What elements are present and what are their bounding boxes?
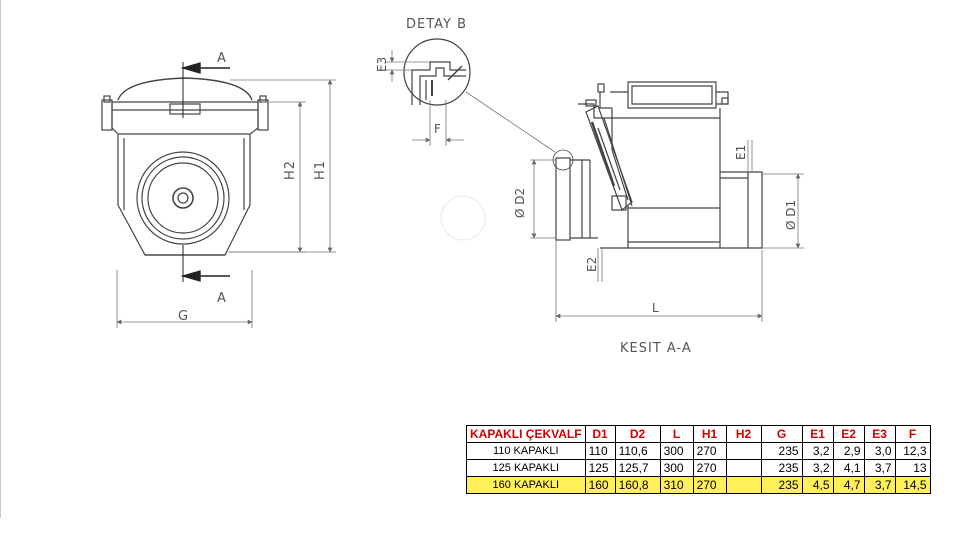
cell-g: 235 <box>760 459 803 477</box>
cell-e2: 4,1 <box>832 459 865 477</box>
header-f: F <box>894 425 931 443</box>
cell-e2: 4,7 <box>832 476 865 494</box>
cell-e2: 2,9 <box>832 442 865 460</box>
table-header-row: KAPAKLI ÇEKVALF D1 D2 L H1 H2 G E1 E2 E3… <box>466 425 931 443</box>
header-e2: E2 <box>832 425 865 443</box>
cell-e3: 3,7 <box>863 476 896 494</box>
detail-b-view <box>403 38 471 106</box>
cell-model: 125 KAPAKLI <box>466 459 586 477</box>
spec-table: KAPAKLI ÇEKVALF D1 D2 L H1 H2 G E1 E2 E3… <box>466 425 931 494</box>
dim-label-h2: H2 <box>283 160 298 180</box>
cell-e1: 3,2 <box>801 442 834 460</box>
dim-label-e3: E3 <box>375 57 389 72</box>
dim-label-e2: E2 <box>585 257 599 272</box>
section-label-a-bottom: A <box>217 291 227 306</box>
header-d2: D2 <box>614 425 661 443</box>
cell-l: 310 <box>659 476 694 494</box>
dim-label-l: L <box>652 301 659 315</box>
table-row: 125 KAPAKLI 125 125,7 300 270 235 3,2 4,… <box>466 459 931 477</box>
detail-b-title: DETAY B <box>406 17 467 32</box>
front-view <box>101 77 269 256</box>
header-model: KAPAKLI ÇEKVALF <box>466 425 586 443</box>
cell-h2 <box>725 442 762 460</box>
header-l: L <box>659 425 694 443</box>
cell-f: 14,5 <box>894 476 931 494</box>
header-d1: D1 <box>584 425 616 443</box>
cell-l: 300 <box>659 442 694 460</box>
cell-h1: 270 <box>692 476 727 494</box>
dim-label-h1: H1 <box>313 160 328 180</box>
section-view <box>555 81 763 249</box>
cell-h2 <box>725 476 762 494</box>
table-row-highlighted: 160 KAPAKLI 160 160,8 310 270 235 4,5 4,… <box>466 476 931 494</box>
cell-l: 300 <box>659 459 694 477</box>
dim-label-g: G <box>178 309 189 324</box>
header-e3: E3 <box>863 425 896 443</box>
section-arrow-bottom <box>180 245 230 282</box>
cell-h1: 270 <box>692 459 727 477</box>
dim-label-d1: Ø D1 <box>784 200 798 230</box>
cell-e3: 3,7 <box>863 459 896 477</box>
dim-label-d2: Ø D2 <box>513 188 527 218</box>
cell-d2: 160,8 <box>614 476 661 494</box>
dim-label-f: F <box>434 122 441 136</box>
cell-d1: 110 <box>584 442 616 460</box>
header-e1: E1 <box>801 425 834 443</box>
front-dimensions <box>116 79 336 328</box>
cell-e3: 3,0 <box>863 442 896 460</box>
cell-e1: 3,2 <box>801 459 834 477</box>
section-label-a-top: A <box>217 51 227 66</box>
detail-b-dimensions <box>386 50 556 153</box>
section-dimensions <box>530 140 804 322</box>
cell-g: 235 <box>760 442 803 460</box>
section-title: KESIT A-A <box>620 341 692 356</box>
cell-h1: 270 <box>692 442 727 460</box>
cell-h2 <box>725 459 762 477</box>
cell-model: 110 KAPAKLI <box>466 442 586 460</box>
cell-f: 13 <box>894 459 931 477</box>
page-edge <box>0 0 1 518</box>
dim-label-e1: E1 <box>734 145 748 160</box>
watermark-circle <box>440 195 486 241</box>
cell-e1: 4,5 <box>801 476 834 494</box>
cell-g: 235 <box>760 476 803 494</box>
section-arrow-top <box>180 62 230 118</box>
cell-model: 160 KAPAKLI <box>466 476 586 494</box>
cell-d1: 160 <box>584 476 616 494</box>
header-h2: H2 <box>725 425 762 443</box>
header-h1: H1 <box>692 425 727 443</box>
cell-d1: 125 <box>584 459 616 477</box>
table-row: 110 KAPAKLI 110 110,6 300 270 235 3,2 2,… <box>466 442 931 460</box>
header-g: G <box>760 425 803 443</box>
cell-f: 12,3 <box>894 442 931 460</box>
cell-d2: 110,6 <box>614 442 661 460</box>
cell-d2: 125,7 <box>614 459 661 477</box>
